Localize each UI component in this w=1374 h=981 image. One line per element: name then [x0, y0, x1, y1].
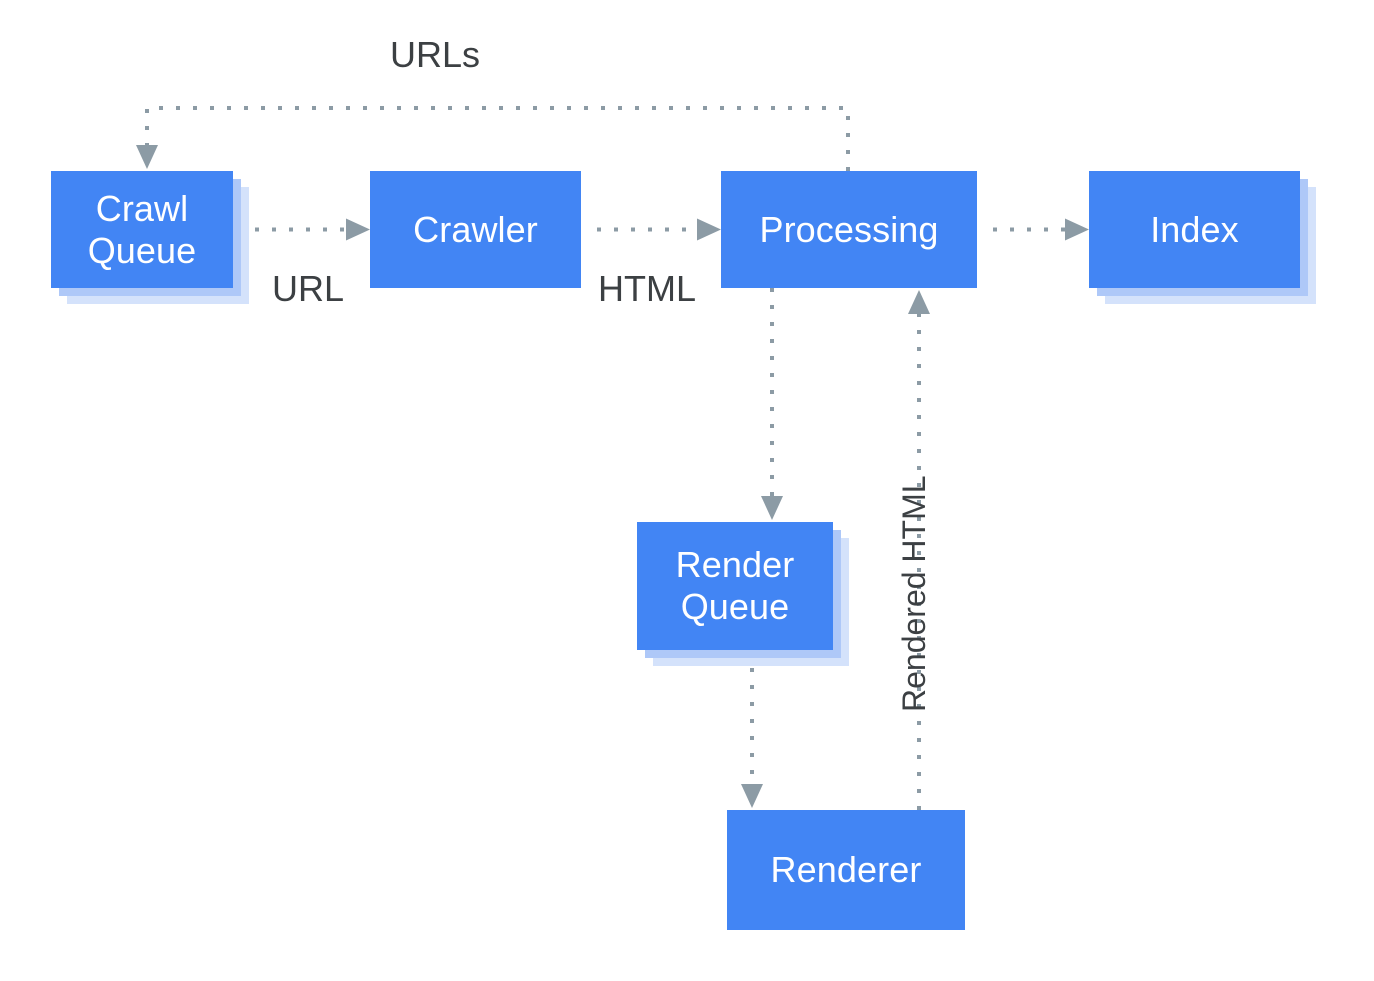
node-renderer-label: Renderer — [727, 810, 965, 930]
node-crawler[interactable]: Crawler — [370, 171, 581, 288]
arrowhead-renderer-to-processing — [908, 290, 930, 314]
node-render-queue-label: Render Queue — [637, 522, 833, 650]
arrowhead-processing-to-crawlqueue — [136, 145, 158, 169]
node-index-label: Index — [1089, 171, 1300, 288]
node-renderer[interactable]: Renderer — [727, 810, 965, 930]
node-crawl-queue-label: Crawl Queue — [51, 171, 233, 288]
arrowhead-renderqueue-to-renderer — [741, 784, 763, 808]
node-crawler-label: Crawler — [370, 171, 581, 288]
node-crawl-queue[interactable]: Crawl Queue — [51, 171, 249, 304]
node-render-queue[interactable]: Render Queue — [637, 522, 849, 666]
edge-processing-to-crawlqueue — [145, 106, 850, 171]
node-index[interactable]: Index — [1089, 171, 1316, 304]
edge-label-url: URL — [272, 268, 345, 309]
arrowhead-processing-to-index — [1065, 218, 1089, 241]
edge-label-urls: URLs — [390, 34, 481, 75]
edge-label-rendered-html: Rendered HTML — [896, 475, 932, 712]
node-processing[interactable]: Processing — [721, 171, 977, 288]
edge-label-html: HTML — [598, 268, 696, 309]
arrowhead-crawlqueue-to-crawler — [346, 218, 370, 241]
arrowhead-processing-to-renderqueue — [761, 496, 783, 520]
arrowhead-crawler-to-processing — [697, 218, 721, 241]
node-processing-label: Processing — [721, 171, 977, 288]
